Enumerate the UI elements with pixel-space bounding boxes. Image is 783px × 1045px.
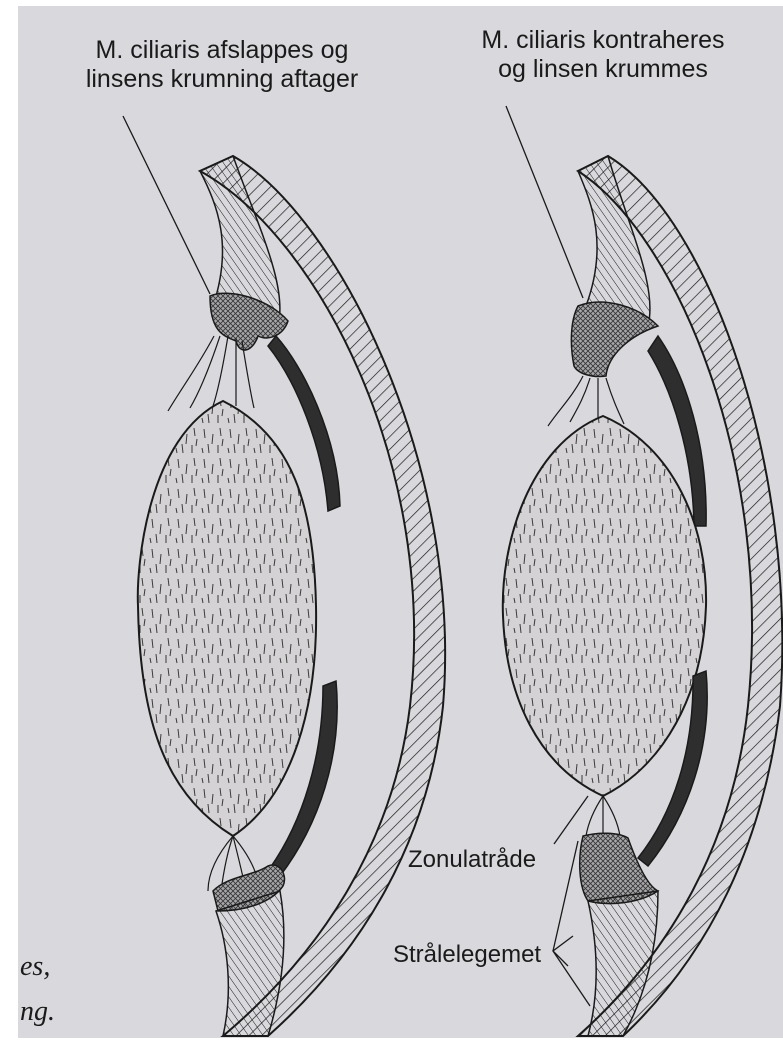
label-contracted: M. ciliaris kontraheres og linsen krumme… [443,26,763,84]
textbook-page: M. ciliaris afslappes og linsens krumnin… [18,6,783,1038]
right-lens [503,416,706,796]
label-relaxed-line1: M. ciliaris afslappes og [32,36,412,65]
label-ciliary-body: Strålelegemet [393,941,541,969]
label-contracted-line1: M. ciliaris kontraheres [443,26,763,55]
right-zonule-upper [548,376,624,426]
leader-relaxed [123,116,210,294]
page-fragment-2: ng. [20,996,55,1028]
left-lens [138,401,316,836]
left-ciliary-body-lower [216,891,284,1036]
right-zonule-lower [586,796,620,836]
left-eye-section [138,156,445,1036]
leader-contracted [506,106,583,298]
label-relaxed: M. ciliaris afslappes og linsens krumnin… [32,36,412,94]
page-fragment-1: es, [20,951,50,983]
lens-accommodation-diagram [18,6,783,1038]
right-eye-section [503,156,783,1036]
right-ciliary-body-lower [588,891,658,1036]
label-relaxed-line2: linsens krumning aftager [32,65,412,94]
label-contracted-line2: og linsen krummes [443,55,763,84]
label-zonula: Zonulatråde [408,846,536,874]
